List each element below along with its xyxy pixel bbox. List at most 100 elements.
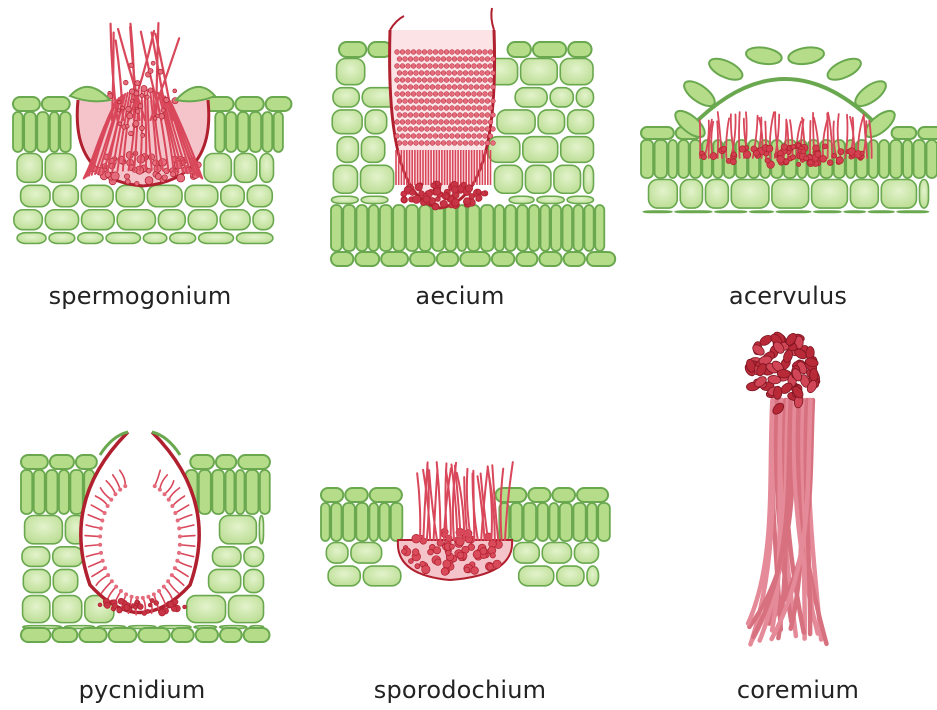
mesophyll-cell [22,547,50,567]
mesophyll-cell [53,596,82,623]
aeciospore [408,71,413,76]
aeciospore [452,141,457,146]
mesophyll-cell [328,566,360,586]
mesophyll-cell [220,210,250,230]
conidium [100,518,104,522]
ostiole-lip [176,87,215,101]
palisade-cell [529,205,539,251]
palisade-cell [246,470,258,514]
epidermal-cell [508,42,531,57]
mesophyll-cell [337,59,365,85]
spore [135,181,140,186]
spore [476,189,481,194]
aeciospore [463,113,468,118]
spore [141,85,147,91]
aeciospore [414,71,419,76]
palisade-cell [380,205,392,251]
mesophyll-cell [23,569,50,592]
spore [131,99,134,102]
aeciospore [406,120,411,125]
palisade-cell [274,112,283,152]
aeciospore [485,71,490,76]
palisade-cell [70,470,82,514]
spore [141,133,145,137]
spore [739,146,746,153]
conidium [135,596,139,600]
palisade-cell [574,205,583,251]
aeciospore [461,64,466,69]
spore [154,601,159,606]
aeciospore [425,113,430,118]
hypha [717,121,718,158]
aeciospore [458,57,463,62]
mesophyll-cell [17,154,42,183]
spore [804,156,809,161]
spore [171,606,176,611]
aeciospore [469,127,474,132]
aeciospore [439,78,444,83]
palisade-cell [369,503,378,541]
aeciospore [433,134,438,139]
spore [815,151,821,157]
aeciospore [491,99,496,104]
conidium [170,504,174,508]
palisade-cell [468,205,480,251]
mesophyll-cell [567,196,593,203]
spore [133,121,139,127]
conidium [109,498,113,502]
aeciospore [395,120,400,125]
conidium [98,543,102,547]
mesophyll-cell [850,180,878,209]
palisade-cell [517,205,527,251]
spore [701,154,706,159]
mesophyll-cell [675,211,712,212]
aeciospore [447,85,452,90]
mesophyll-cell [234,154,256,183]
spore [777,156,785,164]
palisade-cell [34,470,45,514]
mesophyll-cell [643,211,672,212]
spore [124,605,130,611]
mesophyll-cell [568,110,594,134]
palisade-cell [587,503,596,541]
spore [820,155,827,162]
aeciospore [480,57,485,62]
aeciospore [441,57,446,62]
epidermal-cell [552,488,575,502]
mesophyll-cell [17,233,46,244]
aeciospore [406,92,411,97]
conidium [170,573,174,577]
mesophyll-cell [554,165,581,193]
aeciospore [439,64,444,69]
spore [440,200,447,207]
mesophyll-cell [326,543,348,564]
palisade-cell [331,205,342,251]
spore [171,172,176,177]
palisade-cell [238,112,249,152]
aeciospore [469,99,474,104]
aeciospore [472,50,477,55]
aeciospore [450,134,455,139]
aeciospore [433,120,438,125]
aeciospore [411,78,416,83]
spore [129,131,134,136]
epidermal-cell [244,628,270,642]
spore [464,567,470,573]
aecium-illustration [331,8,615,266]
conidium [123,484,127,488]
mesophyll-cell [236,233,272,244]
aeciospore [411,64,416,69]
conidium [178,535,182,539]
epidermal-cell [528,488,550,502]
palisade-cell [59,470,69,514]
spore [493,560,501,568]
spore [827,160,833,166]
mesophyll-cell [587,566,599,586]
spore [766,145,773,152]
mesophyll-cell [209,569,241,592]
mesophyll-cell [521,59,558,85]
spore [860,151,864,155]
mesophyll-cell [365,110,387,134]
spore [118,100,121,103]
